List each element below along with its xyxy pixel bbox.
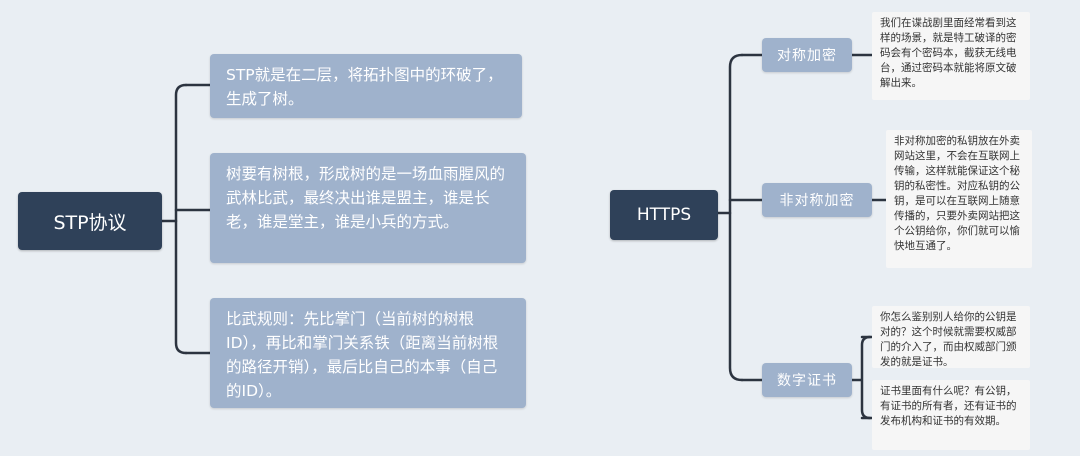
right-root-label: HTTPS	[636, 205, 692, 225]
left-branch-2-text: 树要有树根，形成树的是一场血雨腥风的武林比武，最终决出谁是盟主，谁是长老，谁是堂…	[226, 165, 506, 231]
right-branch-certificate-label: 数字证书	[777, 373, 837, 389]
left-branch-2[interactable]: 树要有树根，形成树的是一场血雨腥风的武林比武，最终决出谁是盟主，谁是长老，谁是堂…	[210, 153, 526, 263]
note-asymmetric: 非对称加密的私钥放在外卖网站这里，不会在互联网上传输，这样就能保证这个秘钥的私密…	[886, 130, 1032, 268]
note-certificate-1: 你怎么鉴别别人给你的公钥是对的？这个时候就需要权威部门的介入了，而由权威部门颁发…	[872, 306, 1030, 368]
note-symmetric: 我们在谍战剧里面经常看到这样的场景，就是特工破译的密码会有个密码本，截获无线电台…	[872, 12, 1030, 100]
connector-left-spine	[174, 83, 188, 355]
left-branch-1[interactable]: STP就是在二层，将拓扑图中的环破了，生成了树。	[210, 54, 522, 118]
right-branch-symmetric[interactable]: 对称加密	[762, 38, 852, 72]
right-branch-asymmetric-label: 非对称加密	[779, 193, 855, 209]
note-asymmetric-text: 非对称加密的私钥放在外卖网站这里，不会在互联网上传输，这样就能保证这个秘钥的私密…	[894, 135, 1020, 252]
left-branch-1-text: STP就是在二层，将拓扑图中的环破了，生成了树。	[226, 66, 503, 108]
connector-note-3-spine	[850, 335, 872, 420]
left-root-label: STP协议	[53, 211, 127, 234]
left-branch-3-text: 比武规则：先比掌门（当前树的树根ID），再比和掌门关系铁（距离当前树根的路径开销…	[226, 310, 499, 400]
right-branch-symmetric-label: 对称加密	[777, 48, 837, 64]
left-root-node[interactable]: STP协议	[18, 192, 162, 250]
right-branch-asymmetric[interactable]: 非对称加密	[762, 183, 872, 217]
right-root-node[interactable]: HTTPS	[610, 190, 718, 240]
note-symmetric-text: 我们在谍战剧里面经常看到这样的场景，就是特工破译的密码会有个密码本，截获无线电台…	[880, 17, 1017, 89]
left-branch-3[interactable]: 比武规则：先比掌门（当前树的树根ID），再比和掌门关系铁（距离当前树根的路径开销…	[210, 298, 526, 408]
right-branch-certificate[interactable]: 数字证书	[762, 363, 852, 397]
connector-right-spine	[728, 53, 744, 382]
note-certificate-2-text: 证书里面有什么呢？有公钥，有证书的所有者，还有证书的发布机构和证书的有效期。	[880, 385, 1017, 427]
note-certificate-2: 证书里面有什么呢？有公钥，有证书的所有者，还有证书的发布机构和证书的有效期。	[872, 380, 1030, 450]
note-certificate-1-text: 你怎么鉴别别人给你的公钥是对的？这个时候就需要权威部门的介入了，而由权威部门颁发…	[880, 311, 1017, 368]
